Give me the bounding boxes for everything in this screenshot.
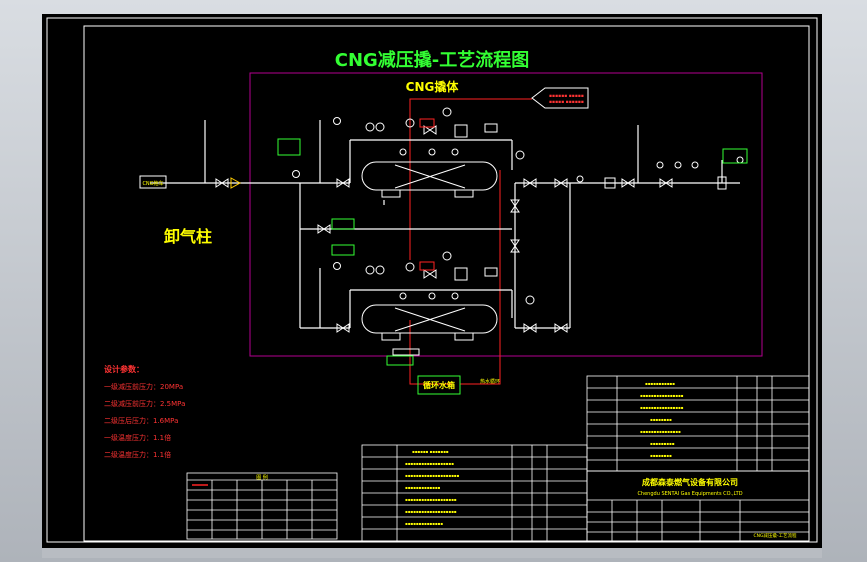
title-block-name: CNG减压撬-工艺流程 xyxy=(753,532,797,539)
svg-text:▪▪▪▪▪▪▪▪▪▪▪▪▪▪▪: ▪▪▪▪▪▪▪▪▪▪▪▪▪▪▪ xyxy=(640,429,681,434)
design-param-line: 一级温度压力：1.1倍 xyxy=(104,433,171,442)
regulator-red-lower xyxy=(419,261,435,271)
tag-boxes xyxy=(277,138,748,366)
legend-title: 图 例 xyxy=(256,474,268,481)
filter-symbol xyxy=(230,177,242,189)
legend-table xyxy=(186,472,338,540)
regulator-red-upper xyxy=(419,118,435,128)
hot-water-label: 热水循环 xyxy=(480,378,500,385)
svg-text:▪▪▪▪▪▪ ▪▪▪▪▪▪▪: ▪▪▪▪▪▪ ▪▪▪▪▪▪▪ xyxy=(412,449,449,454)
svg-text:▪▪▪▪▪▪▪▪▪▪▪▪▪▪▪▪▪▪▪: ▪▪▪▪▪▪▪▪▪▪▪▪▪▪▪▪▪▪▪ xyxy=(405,497,457,502)
design-param-line: 二级压后压力：1.6MPa xyxy=(104,416,178,425)
svg-text:▪▪▪▪▪▪▪▪: ▪▪▪▪▪▪▪▪ xyxy=(650,417,672,422)
annotation-arrow-text: ▪▪▪▪▪▪ ▪▪▪▪▪ xyxy=(549,94,584,99)
design-param-line: 二级减压前压力：2.5MPa xyxy=(104,399,185,408)
regulators xyxy=(392,123,727,356)
company-name-cn: 成都森泰燃气设备有限公司 xyxy=(642,477,738,487)
gauges xyxy=(292,107,744,305)
design-params-heading: 设计参数： xyxy=(104,364,144,374)
outer-frame xyxy=(46,17,818,543)
parts-list-right-fill: ▪▪▪▪▪▪▪▪▪▪▪ ▪▪▪▪▪▪▪▪▪▪▪▪▪▪▪▪ ▪▪▪▪▪▪▪▪▪▪▪… xyxy=(640,381,684,458)
trailer-box xyxy=(139,175,167,189)
water-tank-label: 循环水箱 xyxy=(422,380,455,390)
parts-list-middle xyxy=(361,444,588,542)
svg-text:▪▪▪▪▪▪▪▪▪▪▪▪▪▪▪▪: ▪▪▪▪▪▪▪▪▪▪▪▪▪▪▪▪ xyxy=(640,393,684,398)
svg-text:▪▪▪▪▪▪▪▪▪▪▪: ▪▪▪▪▪▪▪▪▪▪▪ xyxy=(645,381,675,386)
design-param-line: 一级减压前压力：20MPa xyxy=(104,382,183,391)
skid-label: CNG撬体 xyxy=(406,79,460,94)
annotation-arrow-text-2: ▪▪▪▪▪ ▪▪▪▪▪▪ xyxy=(549,100,584,105)
trailer-label: CNG拖车 xyxy=(142,180,163,187)
skid-border xyxy=(249,72,763,357)
title-block xyxy=(586,470,810,542)
heat-exchanger-upper xyxy=(361,161,498,198)
svg-text:▪▪▪▪▪▪▪▪▪▪▪▪▪▪: ▪▪▪▪▪▪▪▪▪▪▪▪▪▪ xyxy=(405,521,443,526)
svg-text:▪▪▪▪▪▪▪▪▪▪▪▪▪▪▪▪▪▪▪: ▪▪▪▪▪▪▪▪▪▪▪▪▪▪▪▪▪▪▪ xyxy=(405,509,457,514)
svg-text:▪▪▪▪▪▪▪▪▪▪▪▪▪▪▪▪▪▪▪▪: ▪▪▪▪▪▪▪▪▪▪▪▪▪▪▪▪▪▪▪▪ xyxy=(405,473,460,478)
design-param-line: 二级温度压力：1.1倍 xyxy=(104,450,171,459)
heat-exchanger-lower xyxy=(361,304,498,341)
parts-list-middle-fill: ▪▪▪▪▪▪ ▪▪▪▪▪▪▪ ▪▪▪▪▪▪▪▪▪▪▪▪▪▪▪▪▪▪ ▪▪▪▪▪▪… xyxy=(405,449,460,526)
drawing-title: CNG减压撬-工艺流程图 xyxy=(335,49,530,71)
svg-text:▪▪▪▪▪▪▪▪▪: ▪▪▪▪▪▪▪▪▪ xyxy=(650,441,675,446)
company-name-en: Chengdu SENTAI Gas Equipments CO.,LTD xyxy=(637,491,742,497)
svg-text:▪▪▪▪▪▪▪▪▪▪▪▪▪▪▪▪▪▪: ▪▪▪▪▪▪▪▪▪▪▪▪▪▪▪▪▪▪ xyxy=(405,461,454,466)
svg-text:▪▪▪▪▪▪▪▪▪▪▪▪▪▪▪▪: ▪▪▪▪▪▪▪▪▪▪▪▪▪▪▪▪ xyxy=(640,405,684,410)
drawing-background xyxy=(42,14,822,548)
hot-water-loop xyxy=(409,98,532,385)
viewport-bottom-strip xyxy=(42,548,822,558)
water-tank-box xyxy=(417,375,461,395)
svg-text:▪▪▪▪▪▪▪▪▪▪▪▪▪: ▪▪▪▪▪▪▪▪▪▪▪▪▪ xyxy=(405,485,441,490)
svg-text:▪▪▪▪▪▪▪▪: ▪▪▪▪▪▪▪▪ xyxy=(650,453,672,458)
annotation-arrow xyxy=(531,87,589,109)
valves xyxy=(215,125,673,333)
unload-label: 卸气柱 xyxy=(164,227,212,246)
